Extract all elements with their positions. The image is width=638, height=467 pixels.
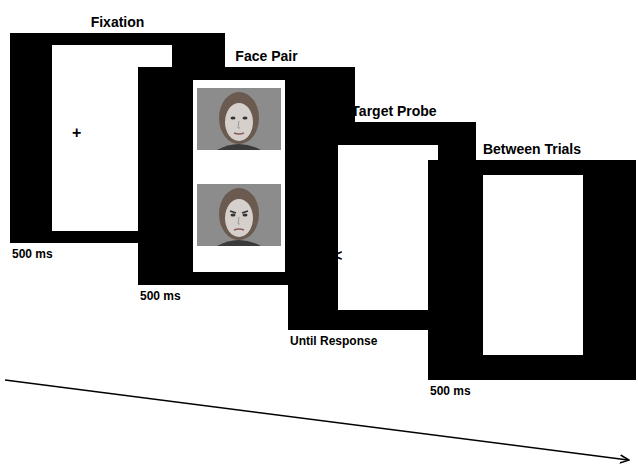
screen-title: Face Pair [158, 48, 375, 64]
screen-display [483, 175, 583, 355]
stimulus-symbol: < [333, 248, 342, 264]
duration-label: Until Response [290, 334, 377, 348]
screen-title: Fixation [10, 14, 225, 30]
screen-display: < [338, 145, 438, 310]
face-pair-photos [197, 88, 281, 248]
screen-display [193, 80, 285, 272]
duration-label: 500 ms [430, 384, 471, 398]
duration-label: 500 ms [140, 289, 181, 303]
stimulus-symbol: + [72, 125, 81, 141]
screen-title: Between Trials [428, 141, 636, 157]
screen-frame: Between Trials500 ms [428, 160, 636, 380]
duration-label: 500 ms [12, 247, 53, 261]
screen-title: Target Probe [300, 103, 488, 119]
